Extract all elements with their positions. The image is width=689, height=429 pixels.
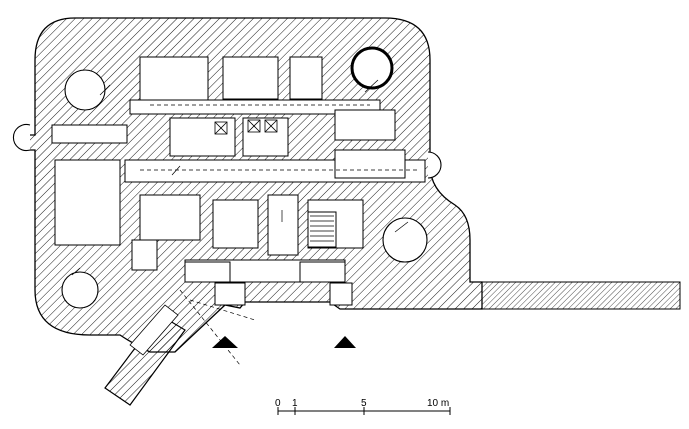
- annex-wall: [481, 281, 681, 310]
- scale-tick-1: 1: [292, 398, 298, 409]
- room-w-large: [54, 159, 121, 246]
- vent-box-2: [247, 119, 261, 133]
- room-e-2: [334, 149, 406, 179]
- room-ne-1: [139, 56, 209, 103]
- cupola-sw: [61, 271, 99, 309]
- passage-south-w: [214, 282, 246, 306]
- room-s-entry-e: [299, 261, 346, 283]
- vent-box-1: [214, 121, 228, 135]
- room-e-1: [334, 109, 396, 141]
- corridor-north: [129, 99, 381, 115]
- room-n-3: [289, 56, 323, 100]
- observation-cupola-icon: [350, 46, 394, 90]
- scale-tick-0: 0: [275, 398, 281, 409]
- scale-bar: [277, 407, 451, 415]
- passage-west-link: [131, 239, 158, 271]
- loophole-w: [12, 123, 31, 152]
- scale-tick-10: 10 m: [427, 398, 449, 409]
- room-sw-1: [139, 194, 201, 241]
- room-s-1: [212, 199, 259, 249]
- room-c-2: [242, 117, 289, 157]
- vent-box-3: [264, 119, 278, 133]
- room-s-entry-w: [184, 261, 231, 283]
- room-w-entry: [51, 124, 128, 144]
- entrance-passage: [129, 304, 179, 356]
- entrance-triangle-1: [212, 336, 238, 348]
- cupola-nw: [64, 69, 106, 111]
- passage-south-e: [329, 282, 353, 306]
- stair-icon: [310, 215, 334, 242]
- stair-room: [307, 211, 337, 248]
- cupola-se: [382, 217, 428, 263]
- loophole-e: [427, 151, 442, 179]
- scale-tick-5: 5: [361, 398, 367, 409]
- room-s-2: [267, 194, 299, 256]
- entrance-triangle-2: [334, 336, 356, 348]
- room-n-2: [222, 56, 279, 100]
